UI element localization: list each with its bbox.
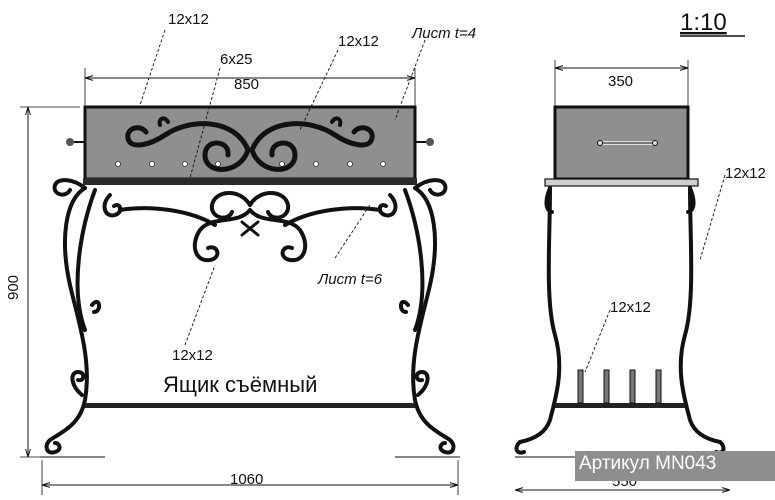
- front-leader-lines: [139, 29, 426, 346]
- front-label-6x25: 6x25: [220, 51, 253, 68]
- front-knob-right: [426, 138, 434, 146]
- front-label-12x12-c: 12x12: [172, 347, 213, 364]
- side-top-plate: [544, 178, 699, 187]
- front-top-plate: [83, 178, 417, 185]
- article-badge-text: Артикул МN043: [579, 453, 717, 474]
- front-label-1060: 1060: [230, 471, 263, 488]
- front-label-850: 850: [234, 76, 259, 93]
- side-view: 350 12x12 12x12 550: [514, 60, 766, 490]
- front-knob-left: [66, 138, 74, 146]
- front-bottom-crossbar: [85, 403, 415, 408]
- front-view: 12x12 6x25 850 12x12 Лист t=4 Лист t=6 1…: [5, 11, 476, 495]
- side-bottom-crossbar: [555, 403, 685, 408]
- front-label-12x12-b: 12x12: [338, 33, 379, 50]
- front-label-12x12-a: 12x12: [168, 11, 209, 28]
- side-label-350: 350: [608, 73, 633, 90]
- front-drawer-rivets: [115, 161, 386, 167]
- front-label-sheet-t4: Лист t=4: [411, 25, 476, 42]
- front-label-drawer-caption: Ящик съёмный: [163, 372, 317, 397]
- front-label-sheet-t6: Лист t=6: [317, 271, 383, 288]
- side-leader-lines: [584, 174, 726, 373]
- front-legs: [44, 178, 456, 455]
- scale-label: 1:10: [680, 9, 727, 36]
- front-drawer-scrollwork: [125, 116, 375, 172]
- article-badge: [575, 451, 775, 481]
- front-label-900: 900: [5, 275, 22, 300]
- side-label-12x12-b: 12x12: [610, 299, 651, 316]
- front-apron-scrollwork: [102, 191, 398, 263]
- side-legs: [514, 186, 726, 455]
- side-label-12x12-a: 12x12: [725, 165, 766, 182]
- side-vertical-bars: [577, 369, 662, 404]
